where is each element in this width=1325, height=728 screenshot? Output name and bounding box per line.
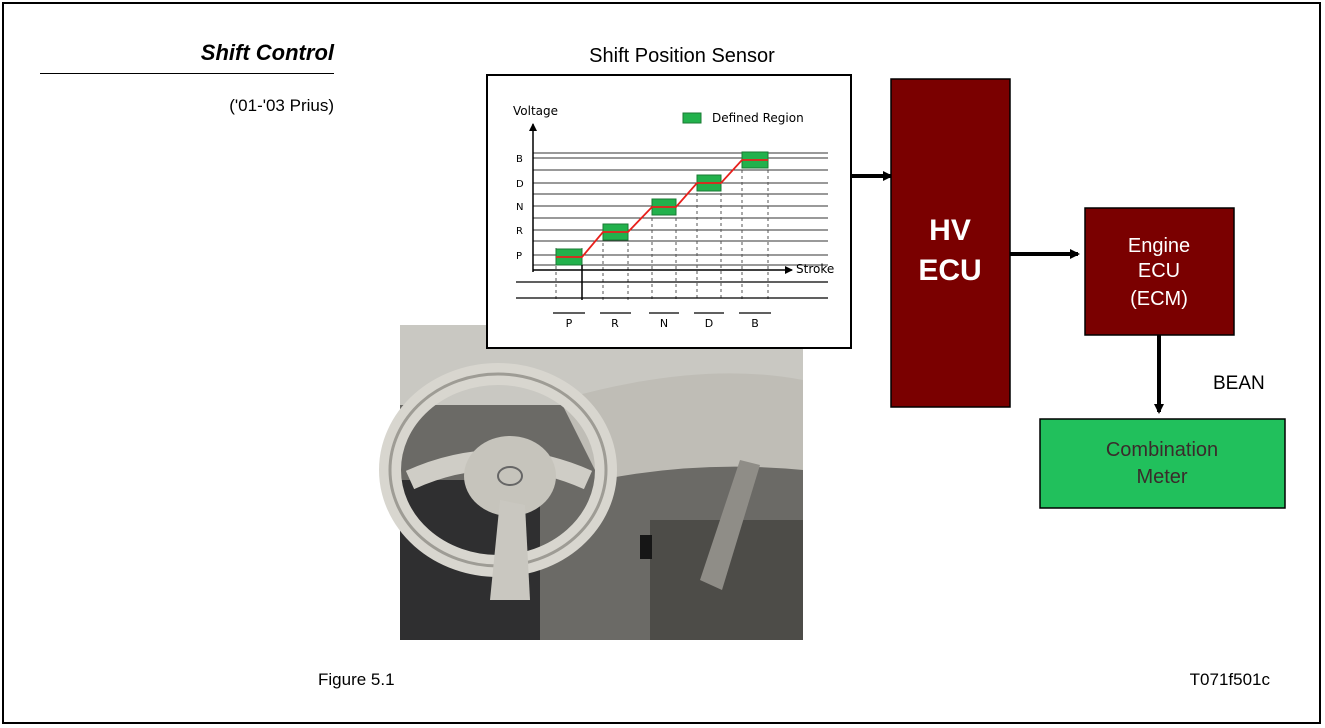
- position-label: B: [751, 317, 759, 330]
- legend-swatch: [682, 112, 702, 124]
- legend-label: Defined Region: [712, 111, 804, 125]
- page-subtitle: ('01-'03 Prius): [229, 96, 334, 115]
- meter-label-line2: Meter: [1136, 466, 1187, 488]
- position-label: R: [611, 317, 619, 330]
- hv-ecu-label-line1: HV: [929, 214, 971, 247]
- y-tick-label: D: [516, 179, 524, 190]
- engine-ecu-label-line1: Engine: [1128, 235, 1190, 257]
- hv-ecu-block: [890, 78, 1011, 408]
- x-axis-label: Stroke: [796, 262, 834, 276]
- sensor-title: Shift Position Sensor: [589, 45, 775, 67]
- sensor-graph: Defined Region Voltage Stroke B D N R P …: [513, 104, 834, 330]
- engine-ecu-label-line3: (ECM): [1130, 288, 1188, 310]
- bean-bus-label: BEAN: [1213, 373, 1265, 394]
- steering-wheel-photo: [379, 325, 803, 640]
- y-tick-label: R: [516, 226, 523, 237]
- combination-meter-block: [1039, 418, 1286, 509]
- engine-ecu-label-line2: ECU: [1138, 260, 1180, 282]
- position-label: N: [660, 317, 668, 330]
- position-label: P: [566, 317, 573, 330]
- y-tick-label: N: [516, 202, 523, 213]
- meter-label-line1: Combination: [1106, 439, 1218, 461]
- position-label: D: [705, 317, 713, 330]
- figure-caption: Figure 5.1: [318, 670, 395, 689]
- y-axis-label: Voltage: [513, 104, 558, 118]
- hv-ecu-label-line2: ECU: [918, 254, 981, 287]
- page-title: Shift Control: [200, 40, 334, 65]
- title-divider: [40, 73, 334, 74]
- y-tick-label: B: [516, 154, 523, 165]
- figure-code: T071f501c: [1189, 670, 1270, 689]
- y-tick-label: P: [516, 251, 522, 262]
- engine-ecu-block: [1084, 207, 1235, 336]
